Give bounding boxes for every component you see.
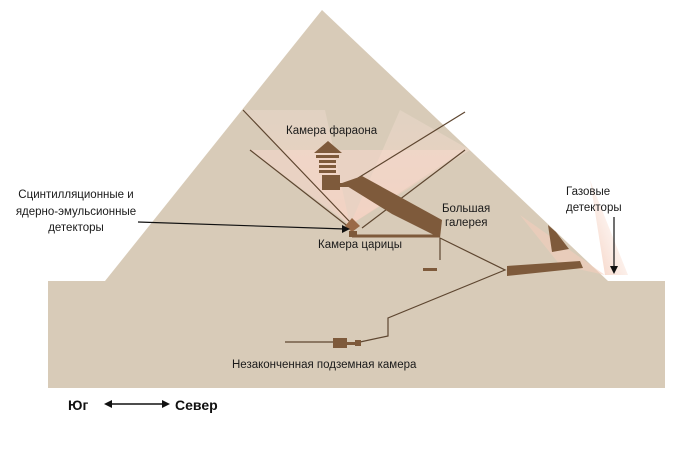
compass-double-arrow	[104, 400, 170, 408]
ground-base	[48, 281, 665, 388]
shaft-queen-south	[249, 149, 351, 229]
gas-label-line1: Газовые	[566, 186, 610, 198]
shaft-king-north	[357, 111, 466, 179]
detectors-label-line1: Сцинтилляционные и	[18, 189, 133, 201]
gallery-label-line1: Большая	[442, 203, 490, 215]
king-chamber-label: Камера фараона	[286, 125, 378, 137]
compass-south-label: Юг	[68, 397, 88, 413]
subterranean-chamber	[333, 338, 361, 348]
shaft-king-south	[242, 109, 351, 223]
detectors-label-line2: ядерно-эмульсионные	[16, 206, 136, 218]
pyramid-body	[105, 10, 608, 281]
detectors-arrowhead	[342, 225, 350, 233]
grand-gallery	[342, 176, 442, 238]
subterranean-label: Незаконченная подземная камера	[232, 359, 417, 371]
scan-void-marker	[548, 225, 569, 252]
queen-chamber-label: Камера царицы	[318, 239, 402, 251]
gas-detector-glow	[590, 180, 628, 275]
descending-passage	[359, 237, 507, 343]
gallery-label-line2: галерея	[445, 217, 487, 229]
king-chamber	[314, 141, 350, 190]
compass-north-label: Север	[175, 397, 218, 413]
entrance-corridor	[507, 261, 583, 276]
detectors-pointer	[137, 221, 346, 230]
detectors-label-line3: детекторы	[48, 222, 104, 234]
gas-detector-arrowhead	[610, 266, 618, 274]
queen-chamber-marker	[349, 231, 357, 237]
passage-block	[423, 268, 437, 271]
shaft-queen-north	[361, 149, 466, 229]
gas-label-line2: детекторы	[566, 202, 622, 214]
